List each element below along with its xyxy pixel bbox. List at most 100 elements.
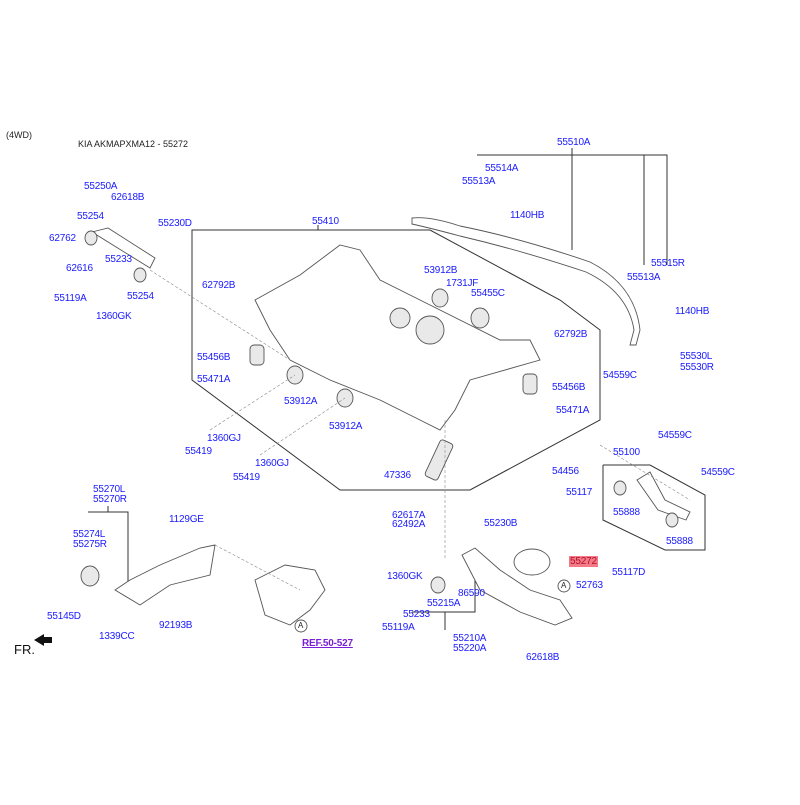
bushing-55456B-right [522,373,538,395]
part-label-55471A[interactable]: 55471A [197,374,231,385]
part-label-92193B[interactable]: 92193B [159,620,193,631]
bushing-55215A [430,576,446,594]
part-label-1360GK[interactable]: 1360GK [96,311,132,322]
part-label-54559C[interactable]: 54559C [603,370,637,381]
bushing-55888 [613,480,627,496]
part-label-55119A[interactable]: 55119A [382,622,415,633]
part-label-55250A[interactable]: 55250A [84,181,118,192]
subframe-hole [389,307,411,329]
part-label-55888[interactable]: 55888 [666,536,693,547]
part-label-55119A[interactable]: 55119A [54,293,87,304]
part-label-55145D[interactable]: 55145D [47,611,81,622]
part-label-55410[interactable]: 55410 [312,216,339,227]
part-label-55275R[interactable]: 55275R [73,539,107,550]
part-label-1360GJ[interactable]: 1360GJ [207,433,241,444]
part-label-55274L[interactable]: 55274L [73,529,106,540]
trailing-arm-bracket [88,511,129,585]
part-label-52763[interactable]: 52763 [576,580,603,591]
part-label-47336[interactable]: 47336 [384,470,411,481]
part-label-1731JF[interactable]: 1731JF [446,278,479,289]
part-label-1140HB[interactable]: 1140HB [675,306,710,317]
reference-link-50-527[interactable]: REF.50-527 [302,638,353,649]
lateral-link-55250A [90,227,156,269]
subframe-group-outline [191,229,601,491]
part-label-55513A[interactable]: 55513A [627,272,661,283]
part-label-1140HB[interactable]: 1140HB [510,210,545,221]
part-label-62492A[interactable]: 62492A [392,519,426,530]
bracket-47336 [424,439,454,481]
stabilizer-group-bracket [477,154,668,265]
part-label-54559C[interactable]: 54559C [701,467,735,478]
part-label-55471A[interactable]: 55471A [556,405,590,416]
part-label-54456[interactable]: 54456 [552,466,579,477]
part-label-62617A[interactable]: 62617A [392,510,426,521]
part-label-86590[interactable]: 86590 [458,588,485,599]
part-label-55230D[interactable]: 55230D [158,218,192,229]
knuckle-reference [254,564,326,626]
part-label-55272-highlighted[interactable]: 55272 [569,556,598,567]
part-label-55254[interactable]: 55254 [127,291,154,302]
callout-a-knuckle: A [298,621,304,630]
part-label-1360GK[interactable]: 1360GK [387,571,423,582]
part-label-55510A[interactable]: 55510A [557,137,591,148]
part-label-55215A[interactable]: 55215A [427,598,461,609]
part-label-55456B[interactable]: 55456B [197,352,231,363]
part-label-55513A[interactable]: 55513A [462,176,496,187]
part-label-1360GJ[interactable]: 1360GJ [255,458,289,469]
subframe-hole [415,315,445,345]
part-label-55117D[interactable]: 55117D [612,567,646,578]
part-label-1339CC[interactable]: 1339CC [99,631,135,642]
part-label-55530L[interactable]: 55530L [680,351,713,362]
part-label-53912A[interactable]: 53912A [329,421,363,432]
part-label-55419[interactable]: 55419 [185,446,212,457]
part-label-55514A[interactable]: 55514A [485,163,519,174]
front-arrow-icon [34,634,52,646]
part-label-55419[interactable]: 55419 [233,472,260,483]
part-label-54559C[interactable]: 54559C [658,430,692,441]
variant-label: (4WD) [6,130,32,140]
assembly-line [599,444,691,501]
part-label-62762[interactable]: 62762 [49,233,76,244]
upper-arm-55100 [636,471,691,521]
part-label-55888[interactable]: 55888 [613,507,640,518]
bushing-55888 [665,512,679,528]
assembly-line [149,269,291,361]
part-label-55233[interactable]: 55233 [105,254,132,265]
part-label-55455C[interactable]: 55455C [471,288,505,299]
part-label-53912B[interactable]: 53912B [424,265,458,276]
callout-circle-a [557,579,571,593]
part-label-55270R[interactable]: 55270R [93,494,127,505]
part-label-1129GE[interactable]: 1129GE [169,514,204,525]
assembly-line [259,397,346,456]
part-label-55270L[interactable]: 55270L [93,484,126,495]
trailing-arm-55270L [114,544,216,606]
part-label-55230B[interactable]: 55230B [484,518,518,529]
part-label-55515R[interactable]: 55515R [651,258,685,269]
part-label-55117[interactable]: 55117 [566,487,593,498]
part-label-55233[interactable]: 55233 [403,609,430,620]
callout-a-arm: A [561,581,567,590]
part-label-55100[interactable]: 55100 [613,447,640,458]
front-direction-label: FR. [14,642,35,657]
part-label-55254[interactable]: 55254 [77,211,104,222]
part-label-62616[interactable]: 62616 [66,263,93,274]
spring-seat-55272 [513,548,551,576]
part-label-62618B[interactable]: 62618B [526,652,560,663]
part-label-55220A[interactable]: 55220A [453,643,487,654]
assembly-line [209,374,296,431]
crossmember-subframe [254,244,541,431]
part-label-62618B[interactable]: 62618B [111,192,145,203]
part-label-55210A[interactable]: 55210A [453,633,487,644]
part-label-62792B[interactable]: 62792B [202,280,236,291]
part-label-53912A[interactable]: 53912A [284,396,318,407]
assembly-line [214,544,301,591]
bushing-53912B [431,288,449,308]
part-label-55456B[interactable]: 55456B [552,382,586,393]
part-label-62792B[interactable]: 62792B [554,329,588,340]
diagram-title: KIA AKMAPXMA12 - 55272 [78,139,189,149]
bushing-55455C [470,307,490,329]
part-label-55530R[interactable]: 55530R [680,362,714,373]
bushing-55274L [80,565,100,587]
